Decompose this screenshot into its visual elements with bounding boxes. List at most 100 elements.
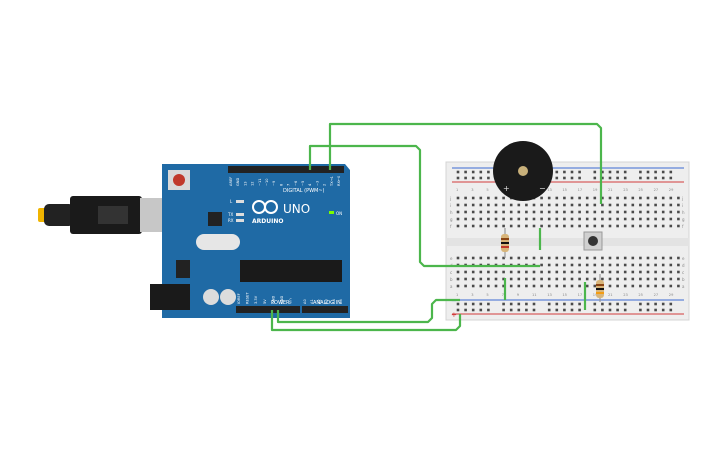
rail-hole[interactable] [578,170,581,174]
rail-hole[interactable] [601,302,604,306]
breadboard-hole[interactable] [540,270,543,274]
rail-hole[interactable] [616,176,619,180]
breadboard-hole[interactable] [646,284,650,288]
rail-hole[interactable] [593,308,597,312]
breadboard-hole[interactable] [563,217,566,221]
rail-hole[interactable] [578,176,581,180]
breadboard-hole[interactable] [578,217,581,221]
breadboard-hole[interactable] [547,256,551,260]
breadboard-hole[interactable] [471,284,475,288]
breadboard-hole[interactable] [601,203,604,207]
rail-hole[interactable] [654,302,657,306]
breadboard-hole[interactable] [540,196,543,200]
breadboard-hole[interactable] [631,217,635,221]
rail-hole[interactable] [669,176,673,180]
breadboard-hole[interactable] [631,203,635,207]
breadboard-hole[interactable] [540,210,543,214]
breadboard-hole[interactable] [661,217,665,221]
breadboard-hole[interactable] [601,263,604,267]
breadboard-hole[interactable] [509,277,513,281]
breadboard-hole[interactable] [639,217,642,221]
breadboard-hole[interactable] [616,196,619,200]
breadboard-hole[interactable] [532,210,536,214]
rail-hole[interactable] [479,302,483,306]
rail-hole[interactable] [563,170,566,174]
breadboard-hole[interactable] [547,217,551,221]
breadboard-hole[interactable] [677,210,680,214]
breadboard-hole[interactable] [639,210,642,214]
breadboard-hole[interactable] [517,270,521,274]
breadboard-hole[interactable] [623,217,627,221]
rail-hole[interactable] [525,302,528,306]
breadboard-hole[interactable] [661,263,665,267]
breadboard-hole[interactable] [502,203,505,207]
breadboard-hole[interactable] [464,277,467,281]
reset-button[interactable] [173,174,185,186]
rail-hole[interactable] [661,170,665,174]
breadboard-hole[interactable] [479,277,483,281]
rail-hole[interactable] [654,176,657,180]
piezo-buzzer[interactable]: + − [493,141,553,201]
rail-hole[interactable] [661,176,665,180]
breadboard-hole[interactable] [585,263,589,267]
breadboard-hole[interactable] [631,284,635,288]
breadboard-hole[interactable] [585,224,589,228]
rail-hole[interactable] [623,176,627,180]
breadboard-hole[interactable] [517,224,521,228]
breadboard-hole[interactable] [471,217,475,221]
breadboard-hole[interactable] [540,224,543,228]
breadboard-hole[interactable] [677,217,680,221]
breadboard-hole[interactable] [517,210,521,214]
breadboard-hole[interactable] [471,196,475,200]
breadboard-hole[interactable] [677,277,680,281]
rail-hole[interactable] [654,170,657,174]
breadboard-hole[interactable] [585,203,589,207]
rail-hole[interactable] [464,302,467,306]
breadboard-hole[interactable] [669,217,673,221]
wire-pin4-to-buzzer-row[interactable] [308,144,540,268]
breadboard-hole[interactable] [540,277,543,281]
breadboard-hole[interactable] [677,196,680,200]
breadboard-hole[interactable] [456,217,460,221]
breadboard-hole[interactable] [547,224,551,228]
breadboard-hole[interactable] [661,256,665,260]
breadboard-hole[interactable] [563,224,566,228]
breadboard-hole[interactable] [631,256,635,260]
breadboard-hole[interactable] [608,203,612,207]
rail-hole[interactable] [525,308,528,312]
breadboard-hole[interactable] [608,210,612,214]
rail-hole[interactable] [487,176,490,180]
breadboard-hole[interactable] [570,263,574,267]
breadboard-hole[interactable] [646,210,650,214]
breadboard-hole[interactable] [646,270,650,274]
breadboard-hole[interactable] [608,224,612,228]
breadboard-hole[interactable] [654,256,657,260]
breadboard-hole[interactable] [601,210,604,214]
breadboard-hole[interactable] [494,256,498,260]
breadboard-hole[interactable] [593,203,597,207]
rail-hole[interactable] [563,302,566,306]
rail-hole[interactable] [464,170,467,174]
breadboard-hole[interactable] [464,210,467,214]
breadboard-hole[interactable] [509,210,513,214]
breadboard-hole[interactable] [517,277,521,281]
breadboard-hole[interactable] [479,224,483,228]
rail-hole[interactable] [509,302,513,306]
breadboard-hole[interactable] [616,217,619,221]
breadboard-hole[interactable] [525,284,528,288]
breadboard-hole[interactable] [547,284,551,288]
breadboard-hole[interactable] [661,284,665,288]
breadboard-hole[interactable] [471,224,475,228]
breadboard-hole[interactable] [623,263,627,267]
breadboard-hole[interactable] [601,196,604,200]
breadboard-hole[interactable] [646,263,650,267]
breadboard-hole[interactable] [525,256,528,260]
breadboard-hole[interactable] [532,217,536,221]
breadboard-hole[interactable] [654,263,657,267]
breadboard-hole[interactable] [464,217,467,221]
breadboard-hole[interactable] [570,217,574,221]
breadboard-hole[interactable] [616,270,619,274]
rail-hole[interactable] [547,302,551,306]
breadboard-hole[interactable] [555,284,559,288]
rail-hole[interactable] [616,302,619,306]
